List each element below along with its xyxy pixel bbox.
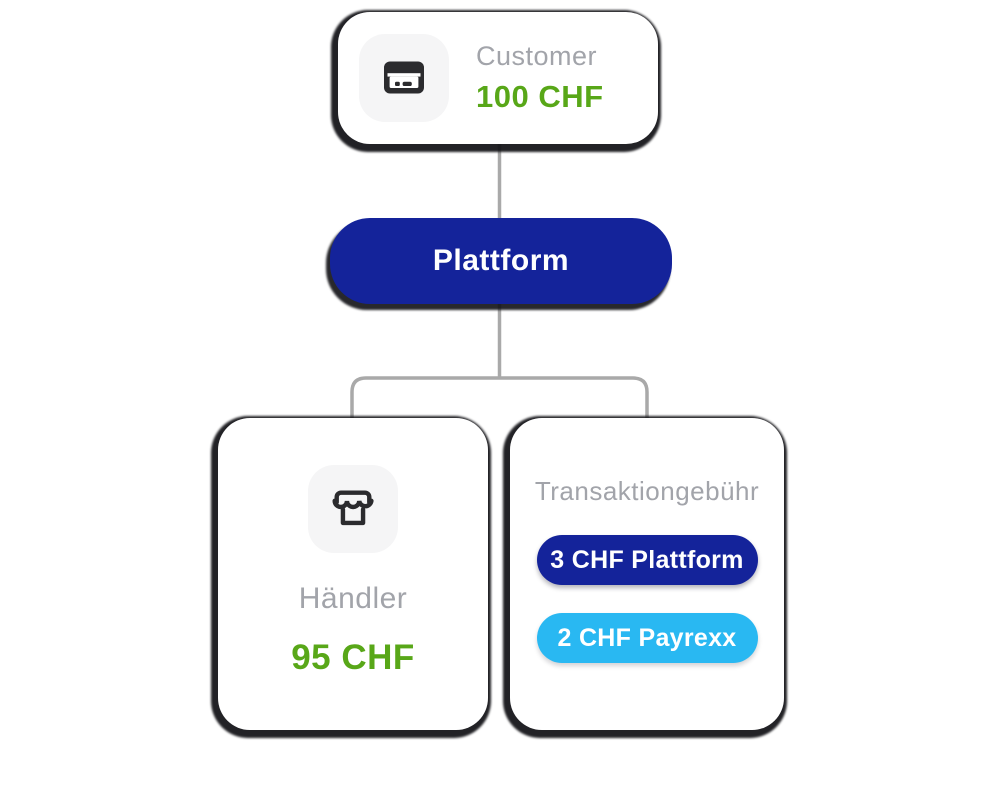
merchant-card: Händler 95 CHF [218,418,488,730]
platform-node: Plattform [330,218,672,304]
fees-title: Transaktiongebühr [534,476,760,506]
platform-label: Plattform [432,244,570,277]
connector-branch [350,376,649,421]
customer-amount: 100 CHF [476,79,604,114]
credit-card-icon-tile [359,34,449,122]
fee-badge-platform: 3 CHF Plattform [536,535,758,585]
fee-badge-payrexx: 2 CHF Payrexx [536,613,758,663]
storefront-icon [332,490,374,526]
merchant-label: Händler [298,582,408,615]
customer-card-text: Customer 100 CHF [476,41,604,115]
customer-label: Customer [476,41,598,71]
credit-card-icon [384,61,424,94]
customer-card: Customer 100 CHF [338,12,658,144]
transaction-fees-card: Transaktiongebühr 3 CHF Plattform 2 CHF … [510,418,784,730]
merchant-amount: 95 CHF [291,638,415,677]
storefront-icon-tile [308,465,398,553]
